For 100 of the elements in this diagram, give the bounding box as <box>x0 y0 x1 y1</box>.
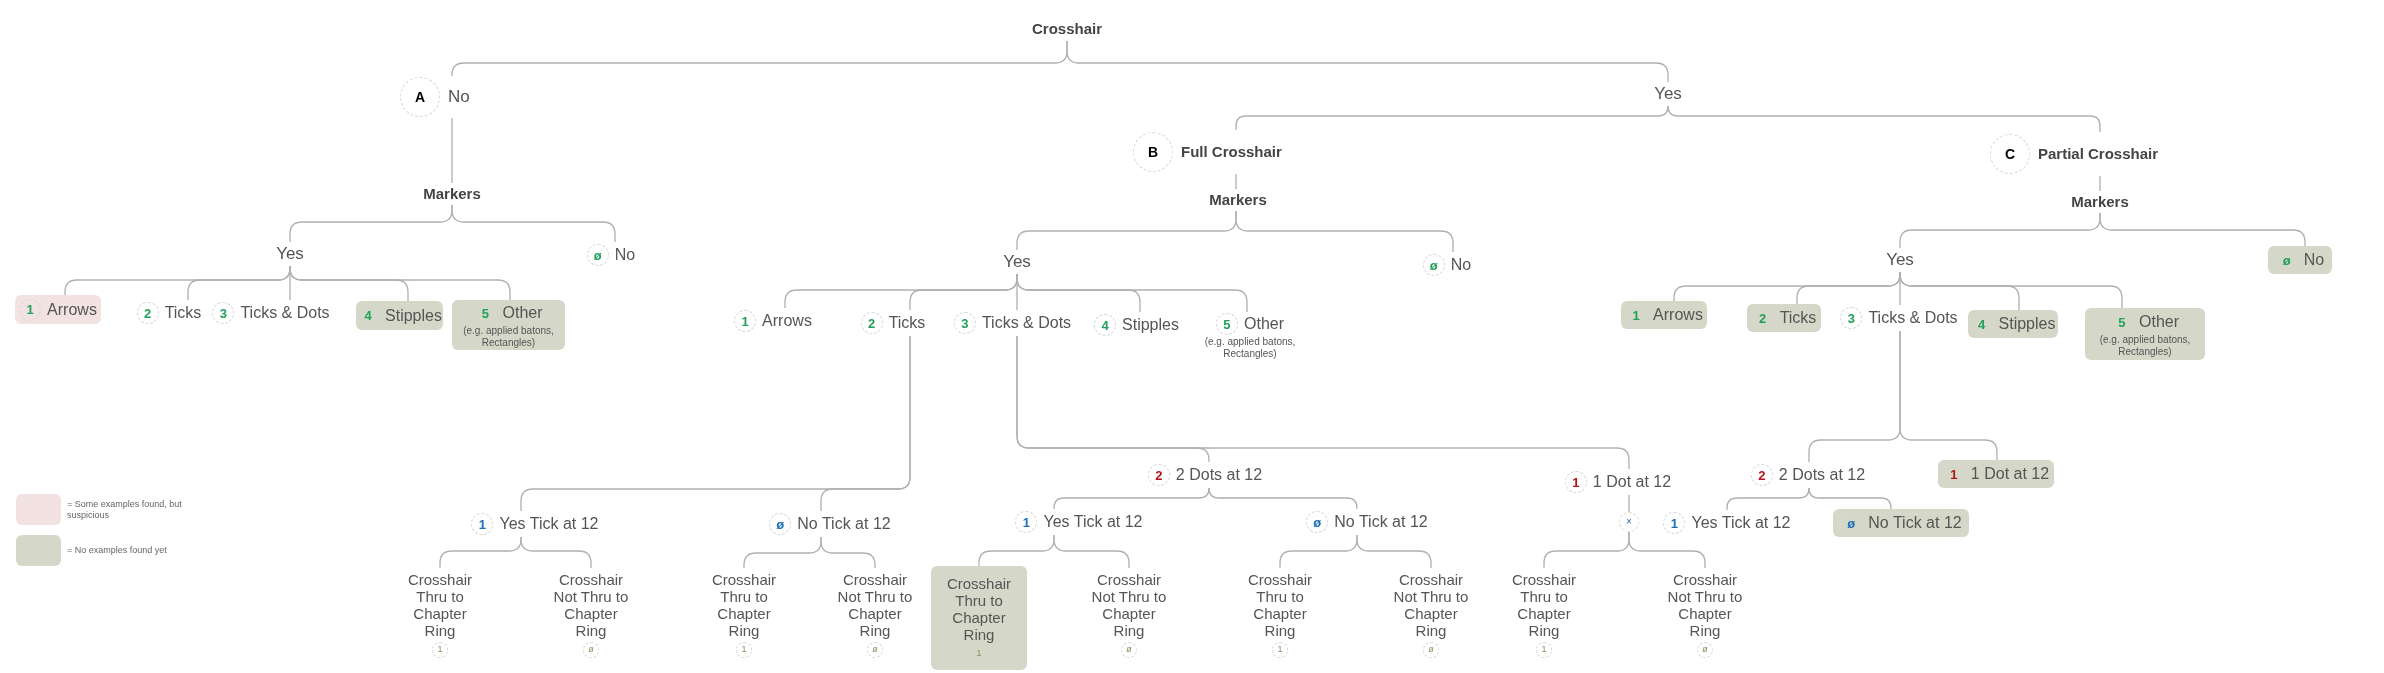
number-badge: 1 <box>1663 512 1686 534</box>
option-label: Ticks & Dots <box>1868 308 1958 328</box>
branch-label: Yes <box>1880 248 1920 272</box>
number-badge: ø <box>1423 641 1439 658</box>
outcome-label: Crosshair Thru to Chapter Ring <box>1510 570 1578 639</box>
number-badge: 2 <box>860 312 883 334</box>
highlighted-box <box>2085 308 2205 360</box>
option-label: No <box>2303 250 2325 270</box>
number-badge: ø <box>769 513 792 535</box>
highlighted-box <box>15 295 101 324</box>
number-badge: ø <box>867 641 883 658</box>
branch-label: Markers <box>1188 189 1288 211</box>
connector-line <box>1628 494 1630 513</box>
number-badge: 1 <box>1564 471 1587 493</box>
number-badge: 2 <box>1147 464 1170 486</box>
number-badge: 4 <box>1094 314 1117 336</box>
connector-line <box>820 335 911 512</box>
number-badge: 1 <box>432 641 448 658</box>
option-label: Arrows <box>47 299 97 320</box>
option-label: Other <box>2139 312 2179 332</box>
option-label: No Tick at 12 <box>797 514 891 534</box>
number-badge: ø <box>1306 511 1329 533</box>
branch-label: Partial Crosshair <box>2038 143 2159 164</box>
connector-line <box>1208 487 1358 510</box>
highlighted-box <box>1621 301 1707 329</box>
connector-line <box>1667 105 2101 133</box>
number-badge: 1 <box>471 513 494 535</box>
option-label: Stipples <box>1998 314 2056 334</box>
connector-line <box>2099 175 2101 192</box>
number-badge: 1 <box>1272 641 1288 658</box>
connector-line <box>820 536 876 569</box>
outcome-label: Crosshair Not Thru to Chapter Ring <box>552 570 630 639</box>
option-label: Stipples <box>385 305 442 326</box>
option-label: 1 Dot at 12 <box>1592 472 1672 492</box>
note-text: (e.g. applied batons, Rectangles) <box>2098 334 2192 358</box>
connector-line <box>1726 487 1810 511</box>
option-label: Arrows <box>1653 305 1703 325</box>
connector-line <box>1066 40 1669 83</box>
option-label: Yes Tick at 12 <box>1043 512 1143 532</box>
number-badge: ø <box>586 244 609 266</box>
number-badge: 1 <box>1015 511 1038 533</box>
number-badge: ø <box>1422 254 1445 276</box>
outcome-label: Crosshair Not Thru to Chapter Ring <box>1090 570 1168 639</box>
number-badge: 3 <box>212 302 235 324</box>
number-badge: 1 <box>736 641 752 658</box>
option-label: 2 Dots at 12 <box>1778 465 1866 485</box>
option-label: 2 Dots at 12 <box>1175 465 1263 485</box>
highlighted-box <box>1968 310 2058 338</box>
number-badge: ø <box>583 641 599 658</box>
outcome-label: Crosshair Thru to Chapter Ring <box>710 570 778 639</box>
highlighted-box <box>1938 460 2054 488</box>
letter-badge: B <box>1133 132 1173 172</box>
legend-text: = No examples found yet <box>67 545 168 556</box>
branch-label: Full Crosshair <box>1181 141 1282 162</box>
highlighted-box <box>1833 509 1969 537</box>
connector-line <box>1053 487 1210 510</box>
option-label: Ticks & Dots <box>981 313 1072 333</box>
branch-label: Markers <box>2050 191 2150 213</box>
outcome-label: Crosshair Thru to Chapter Ring <box>945 574 1013 643</box>
option-label: No <box>1450 255 1472 275</box>
option-label: Stipples <box>1122 315 1179 335</box>
option-label: Ticks <box>1779 308 1817 328</box>
letter-badge: C <box>1990 134 2030 174</box>
option-label: Ticks <box>164 303 202 323</box>
branch-label: Yes <box>270 242 310 266</box>
number-badge: ø <box>1121 641 1137 658</box>
outcome-label: Crosshair Not Thru to Chapter Ring <box>1666 570 1744 639</box>
outcome-label: Crosshair Thru to Chapter Ring <box>1246 570 1314 639</box>
outcome-label: Crosshair Not Thru to Chapter Ring <box>1392 570 1470 639</box>
option-label: Other <box>1244 314 1284 334</box>
highlighted-box <box>452 300 565 350</box>
option-label: Other <box>502 303 543 323</box>
option-label: No Tick at 12 <box>1334 512 1428 532</box>
number-badge: 3 <box>953 312 976 334</box>
highlighted-box <box>1747 304 1821 332</box>
option-label: Yes Tick at 12 <box>1691 513 1791 533</box>
highlighted-box <box>356 301 443 330</box>
connector-line <box>1235 173 1237 190</box>
letter-badge: A <box>400 77 440 117</box>
option-label: Yes Tick at 12 <box>499 514 599 534</box>
branch-label: Yes <box>997 250 1037 274</box>
option-label: Ticks & Dots <box>240 303 330 323</box>
number-badge: 5 <box>1216 313 1238 335</box>
connector-line <box>1808 487 1892 510</box>
branch-label: No <box>448 86 470 109</box>
connector-line <box>1235 105 1669 131</box>
cross-badge: × <box>1619 512 1639 532</box>
option-label: Ticks <box>888 313 926 333</box>
branch-label: Markers <box>400 183 504 205</box>
option-label: Arrows <box>762 311 812 331</box>
number-badge: 3 <box>1840 307 1863 329</box>
legend-text: = Some examples found, but suspicious <box>67 498 183 521</box>
outcome-label: Crosshair Thru to Chapter Ring <box>406 570 474 639</box>
option-label: No <box>614 245 636 265</box>
note-text: (e.g. applied batons, Rectangles) <box>462 325 555 349</box>
outcome-label: Crosshair Not Thru to Chapter Ring <box>836 570 914 639</box>
number-badge: 2 <box>1750 464 1773 486</box>
number-badge: 2 <box>136 302 159 324</box>
option-label: 1 Dot at 12 <box>1970 464 2050 484</box>
number-badge: 1 <box>1536 641 1552 658</box>
